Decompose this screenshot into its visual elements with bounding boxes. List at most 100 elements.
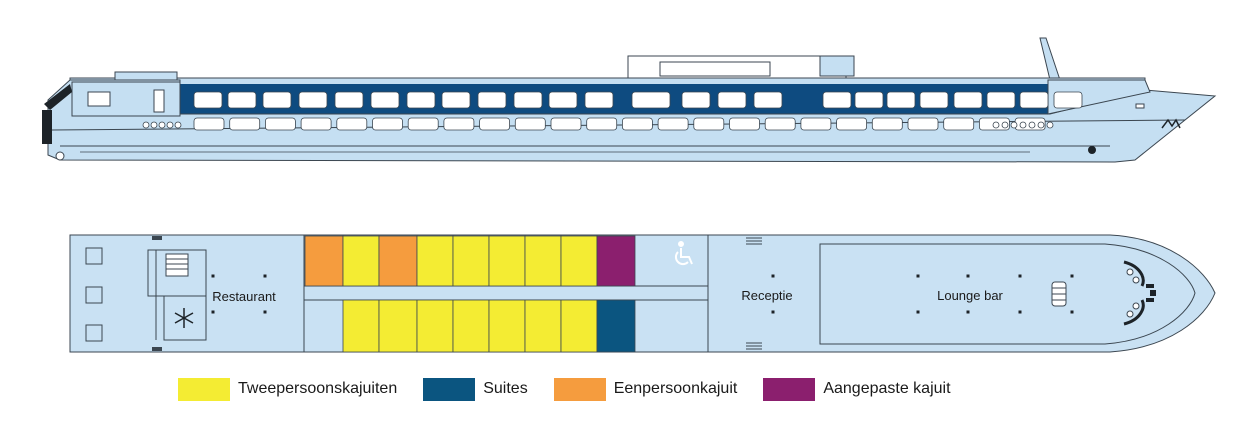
cabin — [378, 235, 418, 287]
window — [622, 117, 653, 131]
window — [262, 91, 292, 109]
legend-item-single-cabin: Eenpersoonkajuit — [553, 377, 738, 401]
column-marker — [263, 310, 267, 314]
column-marker — [211, 274, 215, 278]
window — [372, 117, 403, 131]
window — [836, 117, 867, 131]
cabin — [452, 235, 490, 287]
legend: Tweepersoonskajuiten Suites Eenpersoonka… — [178, 376, 977, 402]
window — [919, 91, 949, 109]
helm-icon — [1123, 260, 1156, 326]
window — [584, 91, 614, 109]
window — [907, 117, 939, 131]
window — [550, 117, 582, 131]
legend-item-accessible-cabin: Aangepaste kajuit — [763, 377, 951, 401]
legend-label: Tweepersoonskajuiten — [238, 380, 398, 397]
snowflake-icon — [174, 308, 194, 328]
window — [548, 91, 578, 109]
window — [753, 91, 783, 109]
window — [443, 117, 475, 131]
porthole — [1001, 121, 1009, 129]
window — [336, 117, 368, 131]
window — [717, 91, 747, 109]
window — [886, 91, 916, 109]
column-marker — [263, 274, 267, 278]
legend-label: Aangepaste kajuit — [823, 380, 951, 397]
window — [764, 117, 796, 131]
window — [334, 91, 364, 109]
legend-item-double-cabin: Tweepersoonskajuiten — [178, 377, 398, 401]
staircase-icon — [165, 253, 189, 277]
window — [681, 91, 711, 109]
porthole — [142, 121, 150, 129]
window — [298, 91, 328, 109]
column-marker — [1018, 310, 1022, 314]
legend-label: Eenpersoonkajuit — [613, 380, 738, 397]
column-marker — [771, 310, 775, 314]
window — [229, 117, 261, 131]
column-marker — [916, 310, 920, 314]
cabin — [560, 299, 598, 353]
window — [631, 91, 671, 109]
legend-label: Suites — [483, 380, 528, 397]
lower-deck-windows — [193, 117, 1046, 131]
cabin — [524, 235, 562, 287]
porthole — [158, 121, 166, 129]
column-marker — [771, 274, 775, 278]
room-label-reception: Receptie — [741, 288, 792, 303]
window — [370, 91, 400, 109]
cabin — [488, 235, 526, 287]
cabin — [416, 235, 454, 287]
window — [586, 117, 618, 131]
column-markers — [211, 274, 1074, 314]
column-marker — [966, 274, 970, 278]
column-marker — [211, 310, 215, 314]
porthole — [1010, 121, 1018, 129]
porthole — [166, 121, 174, 129]
window — [953, 91, 983, 109]
window — [513, 91, 543, 109]
legend-swatch — [553, 377, 606, 401]
cabin — [342, 235, 380, 287]
legend-swatch — [178, 377, 230, 401]
cabin — [342, 299, 380, 353]
window — [300, 117, 332, 131]
window — [822, 91, 852, 109]
porthole — [1046, 121, 1054, 129]
cabins — [304, 235, 636, 353]
window — [1053, 91, 1083, 109]
column-marker — [966, 310, 970, 314]
window — [1019, 91, 1049, 109]
window — [871, 117, 903, 131]
porthole — [1037, 121, 1045, 129]
window — [943, 117, 975, 131]
cabin — [304, 235, 344, 287]
window — [477, 91, 507, 109]
window — [441, 91, 471, 109]
legend-swatch — [763, 377, 816, 401]
window — [479, 117, 511, 131]
porthole — [1019, 121, 1027, 129]
window — [193, 91, 223, 109]
cabin — [596, 299, 636, 353]
window — [729, 117, 760, 131]
porthole — [992, 121, 1000, 129]
window — [986, 91, 1016, 109]
window — [657, 117, 689, 131]
cabin — [488, 299, 526, 353]
cabin — [452, 299, 490, 353]
legend-item-suite: Suites — [423, 377, 528, 401]
cabin — [378, 299, 418, 353]
porthole — [174, 121, 182, 129]
window — [264, 117, 296, 131]
room-label-restaurant: Restaurant — [212, 289, 276, 304]
window — [514, 117, 546, 131]
column-marker — [1070, 310, 1074, 314]
cabin — [560, 235, 598, 287]
cabin — [524, 299, 562, 353]
window — [406, 91, 436, 109]
window — [800, 117, 832, 131]
column-marker — [916, 274, 920, 278]
column-marker — [1070, 274, 1074, 278]
